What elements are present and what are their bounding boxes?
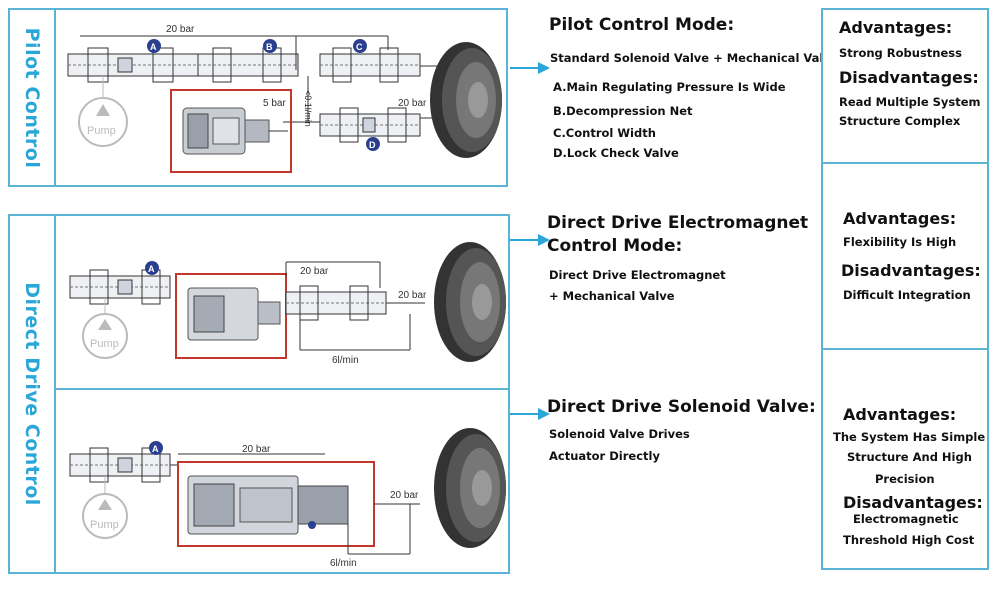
solenoid-advantages-line2: Structure And High [847,450,972,464]
valve-d-marker [366,137,380,151]
electromagnet-highlight [175,273,287,359]
solenoid-flow-label: 6l/min [330,558,357,569]
electromagnet-mode-title-line2: Control Mode: [547,236,683,256]
electromagnet-mode-line2: + Mechanical Valve [549,289,675,303]
electromagnet-pump-label: Pump [90,338,119,350]
solenoid-valve-image [187,475,349,535]
arrow-solenoid-icon [510,408,550,420]
direct-drive-label: Direct Drive Control [21,282,43,506]
direct-divider [56,388,508,390]
solenoid-pressure-20bar-right: 20 bar [390,490,419,501]
pilot-flow-label: <0.1l/min [303,90,313,127]
electromagnet-pressure-20bar-right: 20 bar [398,290,427,301]
electromagnet-advantages-text: Flexibility Is High [843,235,957,249]
solenoid-advantages-box: Advantages: The System Has Simple Struct… [821,348,989,570]
pilot-solenoid-highlight [170,89,292,173]
electromagnet-mode-title-line1: Direct Drive Electromagnet [547,213,809,233]
solenoid-valve-a: A [69,441,171,483]
solenoid-mode-line2: Actuator Directly [549,449,660,463]
solenoid-mode-title: Direct Drive Solenoid Valve: [547,397,816,417]
pilot-advantages-text: Strong Robustness [839,46,962,60]
valve-c-marker [353,39,367,53]
solenoid-pressure-20bar-top: 20 bar [242,444,271,455]
solenoid-advantages-line1: The System Has Simple [833,430,986,444]
electromagnet-mech-valve [285,285,387,321]
solenoid-advantages-line3: Precision [875,472,935,486]
electromagnet-valve-a: A [69,261,171,305]
pilot-mode-item-d: D.Lock Check Valve [553,146,679,160]
pilot-disadvantages-heading: Disadvantages: [839,68,979,87]
valve-b: B [197,39,299,83]
arrow-electromagnet-icon [510,234,550,246]
pilot-disadvantages-line1: Read Multiple System [839,95,981,109]
direct-label-column: Direct Drive Control [10,216,56,572]
electromagnet-valve-a-marker [145,261,159,275]
solenoid-mode-line1: Solenoid Valve Drives [549,427,690,441]
solenoid-clutch-icon [434,428,506,548]
valve-d-label: D [369,140,376,150]
electromagnet-flow-label: 6l/min [332,355,359,366]
direct-drive-panel: Direct Drive Control A 20 bar [8,214,510,574]
pump-icon: Pump [78,97,128,147]
pilot-control-diagram: 20 bar A B C [67,24,502,173]
electromagnet-disadvantages-text: Difficult Integration [843,288,971,302]
solenoid-diagram: A 20 bar 20 bar 6l/min Pump [69,428,506,569]
electromagnet-pressure-20bar-top: 20 bar [300,266,329,277]
pilot-advantages-heading: Advantages: [839,18,953,37]
valve-d: D [319,107,421,151]
electromagnet-image [187,287,281,341]
pilot-pressure-20bar-d: 20 bar [398,98,427,109]
pilot-control-panel: Pilot Control 20 bar A B [8,8,508,187]
electromagnet-disadvantages-heading: Disadvantages: [841,261,981,280]
pilot-disadvantages-line2: Structure Complex [839,114,961,128]
electromagnet-advantages-box: Advantages: Flexibility Is High Disadvan… [821,162,989,350]
solenoid-advantages-heading: Advantages: [843,405,957,424]
solenoid-disadvantages-line1: Electromagnetic [853,512,959,526]
pump-label: Pump [87,125,116,137]
electromagnet-mode-line1: Direct Drive Electromagnet [549,268,726,282]
electromagnet-advantages-heading: Advantages: [843,209,957,228]
solenoid-disadvantages-line2: Threshold High Cost [843,533,975,547]
electromagnet-pump-icon: Pump [82,313,128,359]
pilot-label-column: Pilot Control [10,10,56,185]
pilot-solenoid-image [182,107,288,155]
valve-c-label: C [356,42,363,52]
valve-a: A [67,39,209,83]
pilot-mode-item-a: A.Main Regulating Pressure Is Wide [553,80,786,94]
valve-c: C [319,39,421,83]
electromagnet-clutch-icon [434,242,506,362]
arrow-pilot-icon [510,62,550,74]
pilot-mode-title: Pilot Control Mode: [549,15,735,35]
pilot-mode-item-c: C.Control Width [553,126,656,140]
solenoid-pump-icon: Pump [82,493,128,539]
valve-b-marker [263,39,277,53]
pilot-control-label: Pilot Control [21,27,43,168]
pilot-mode-item-b: B.Decompression Net [553,104,693,118]
solenoid-pump-label: Pump [90,519,119,531]
pilot-pressure-5bar: 5 bar [263,98,286,109]
solenoid-valve-a-marker [149,441,163,455]
electromagnet-diagram: A 20 bar 20 bar 6l/min Pump [69,242,506,366]
valve-a-marker [147,39,161,53]
pilot-pressure-20bar-top: 20 bar [166,24,195,35]
electromagnet-valve-a-label: A [148,264,155,274]
clutch-pack-icon [430,42,502,158]
solenoid-valve-a-label: A [152,444,159,454]
valve-b-label: B [266,42,273,52]
pilot-mode-subtitle: Standard Solenoid Valve + Mechanical Val… [550,51,839,65]
solenoid-disadvantages-heading: Disadvantages: [843,493,983,512]
pilot-advantages-box: Advantages: Strong Robustness Disadvanta… [821,8,989,164]
valve-a-label: A [150,42,157,52]
